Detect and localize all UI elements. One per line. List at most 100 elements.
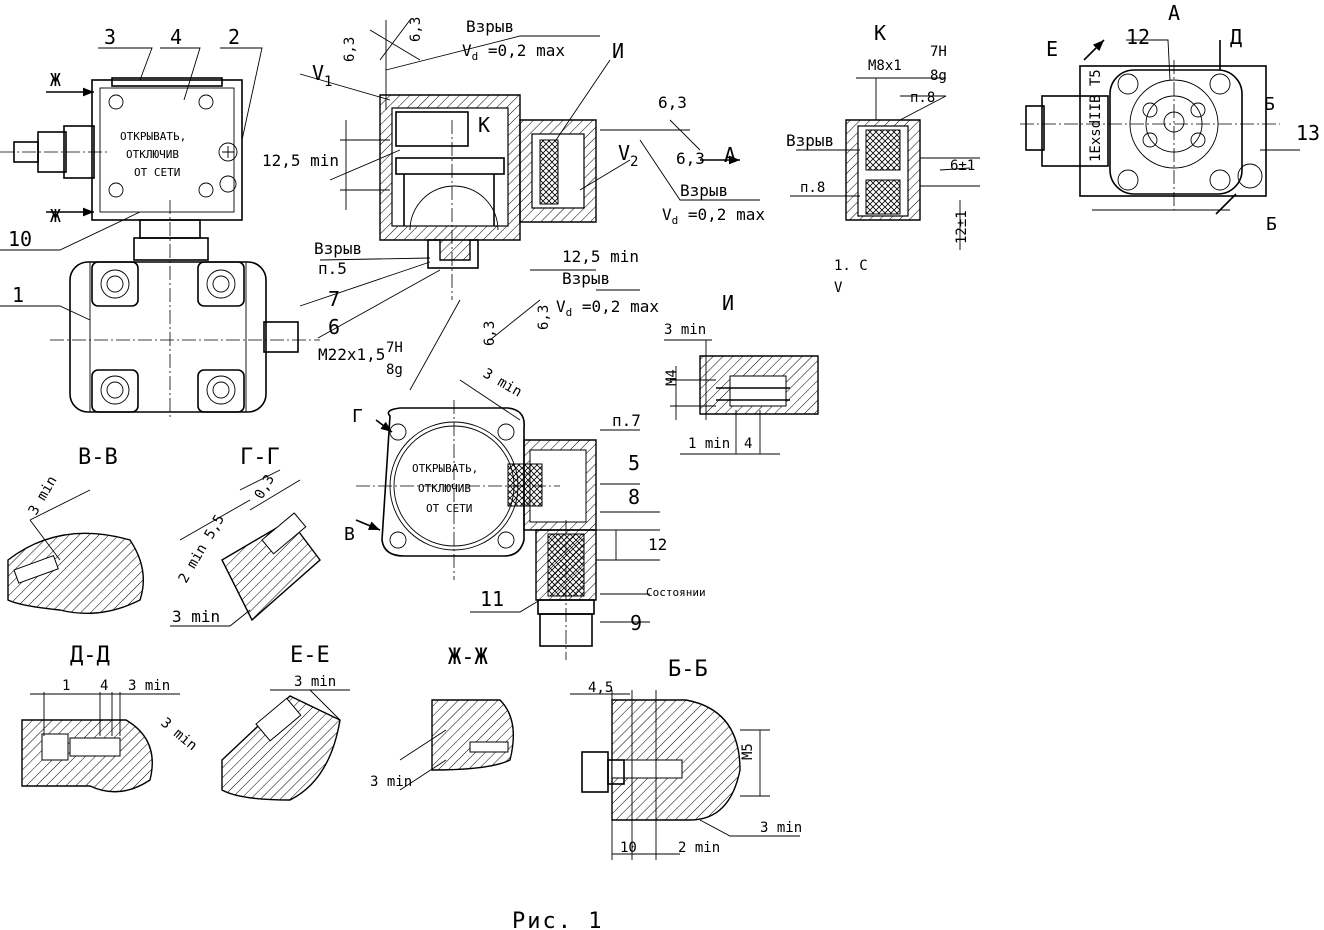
section-dd-min3-a: 3 min	[128, 678, 170, 694]
section-ee-title: Е-Е	[290, 643, 330, 668]
view-k-dim12: 12±1	[954, 210, 970, 244]
view-a-title: А	[1168, 1, 1180, 25]
section-bb-title: Б-Б	[668, 657, 708, 682]
detail-i-d4: 4	[744, 436, 752, 452]
section-dd-min3-b: 3 min	[157, 715, 200, 754]
dim-63-f: 6,3	[536, 305, 552, 330]
view-a-13: 13	[1296, 121, 1320, 145]
view-a-12: 12	[1126, 25, 1150, 49]
v1-label: V1	[312, 61, 332, 90]
section-gg-title: Г-Г	[240, 445, 280, 470]
front-label-9: 9	[630, 611, 642, 635]
view-a-marking: 1ExsdIIB T5	[1088, 69, 1104, 162]
section-dd-d4: 4	[100, 678, 108, 694]
main-section	[299, 19, 760, 391]
front-g: Г	[352, 406, 363, 427]
section-bb	[570, 690, 800, 860]
section-zhzh-title: Ж-Ж	[448, 645, 488, 670]
dim-63-a: 6,3	[342, 37, 358, 62]
label-2: 2	[228, 25, 240, 49]
view-k-note: 1. С	[834, 258, 868, 274]
section-ee	[221, 689, 350, 801]
dim-63-e: 6,3	[482, 321, 498, 346]
front-plate-2: ОТКЛЮЧИВ	[418, 482, 471, 495]
view-k-title: К	[874, 21, 886, 45]
view-k-thread: М8x1	[868, 58, 902, 74]
thread-m22-bot: 8g	[386, 362, 403, 378]
main-view	[0, 47, 320, 420]
section-bb-min3: 3 min	[760, 820, 802, 836]
section-gg-03: 0,3	[252, 472, 279, 502]
view-k-p8-bottom: п.8	[800, 180, 825, 196]
thread-m22-top: 7H	[386, 340, 403, 356]
figure-caption: Рис. 1	[512, 909, 603, 930]
detail-i-min1: 1 min	[688, 436, 730, 452]
k-label: К	[478, 113, 490, 137]
view-a-d-top: Д	[1230, 25, 1242, 49]
section-bb-d10: 10	[620, 840, 637, 856]
min-125-right: 12,5 min	[562, 247, 639, 266]
section-gg-min2: 2 min	[176, 541, 211, 586]
front-note: Состоянии	[646, 586, 706, 599]
front-min3: 3 min	[480, 366, 525, 401]
section-vv-min3: 3 min	[26, 473, 61, 518]
section-vv-title: В-В	[78, 445, 118, 470]
view-k-note-v1: V	[834, 280, 843, 296]
front-v: В	[344, 524, 355, 545]
section-gg-min3: 3 min	[172, 607, 220, 626]
view-k-thread-bot: 8g	[930, 68, 947, 84]
detail-i-min3: 3 min	[664, 322, 706, 338]
front-label-12: 12	[648, 535, 667, 554]
thread-m22: М22x1,5	[318, 345, 385, 364]
view-a-b-top: Б	[1264, 94, 1275, 115]
dim-63-c: 6,3	[658, 93, 687, 112]
view-k-vzryv: Взрыв	[786, 131, 834, 150]
view-k-thread-top: 7H	[930, 44, 947, 60]
section-gg	[170, 469, 321, 627]
section-zhzh	[399, 699, 515, 791]
front-plate-3: ОТ СЕТИ	[426, 502, 472, 515]
label-3: 3	[104, 25, 116, 49]
vzryv-bottom: Взрыв	[562, 269, 610, 288]
front-plate-1: ОТКРЫВАТЬ,	[412, 462, 478, 475]
view-a-b-bottom: Б	[1266, 214, 1277, 235]
view-k-dim6: 6±1	[950, 158, 975, 174]
section-dd	[21, 692, 180, 793]
view-k-p8-top: п.8	[910, 90, 935, 106]
section-gg-55: 5,5	[202, 512, 229, 542]
label-10: 10	[8, 227, 32, 251]
vd-bottom: Vd =0,2 max	[556, 297, 659, 319]
view-a	[1020, 39, 1300, 215]
front-view	[355, 379, 660, 660]
arrow-zh-bottom: Ж	[50, 206, 61, 227]
section-bb-d45: 4,5	[588, 680, 613, 696]
vd-top: Vd =0,2 max	[462, 41, 565, 63]
p5-label: п.5	[318, 259, 347, 278]
section-bb-min2: 2 min	[678, 840, 720, 856]
view-k	[790, 77, 980, 250]
plate-line-2: ОТКЛЮЧИВ	[126, 148, 179, 161]
a-arrow-label: А	[724, 143, 736, 167]
label-4: 4	[170, 25, 182, 49]
v2-label: V2	[618, 141, 638, 170]
section-vv	[7, 489, 145, 614]
section-dd-title: Д-Д	[70, 643, 110, 668]
min-125-left: 12,5 min	[262, 151, 339, 170]
section-ee-min3: 3 min	[294, 674, 336, 690]
vzryv-left: Взрыв	[314, 239, 362, 258]
vd-right: Vd =0,2 max	[662, 205, 765, 227]
label-6: 6	[328, 315, 340, 339]
vzryv-right: Взрыв	[680, 181, 728, 200]
label-7: 7	[328, 287, 340, 311]
dim-63-d: 6,3	[676, 149, 705, 168]
vzryv-top: Взрыв	[466, 17, 514, 36]
section-bb-m5: М5	[740, 743, 756, 760]
plate-line-1: ОТКРЫВАТЬ,	[120, 130, 186, 143]
arrow-zh-top: Ж	[50, 70, 61, 91]
front-p7: п.7	[612, 411, 641, 430]
front-label-11: 11	[480, 587, 504, 611]
dim-63-b: 6,3	[408, 17, 424, 42]
plate-line-3: ОТ СЕТИ	[134, 166, 180, 179]
